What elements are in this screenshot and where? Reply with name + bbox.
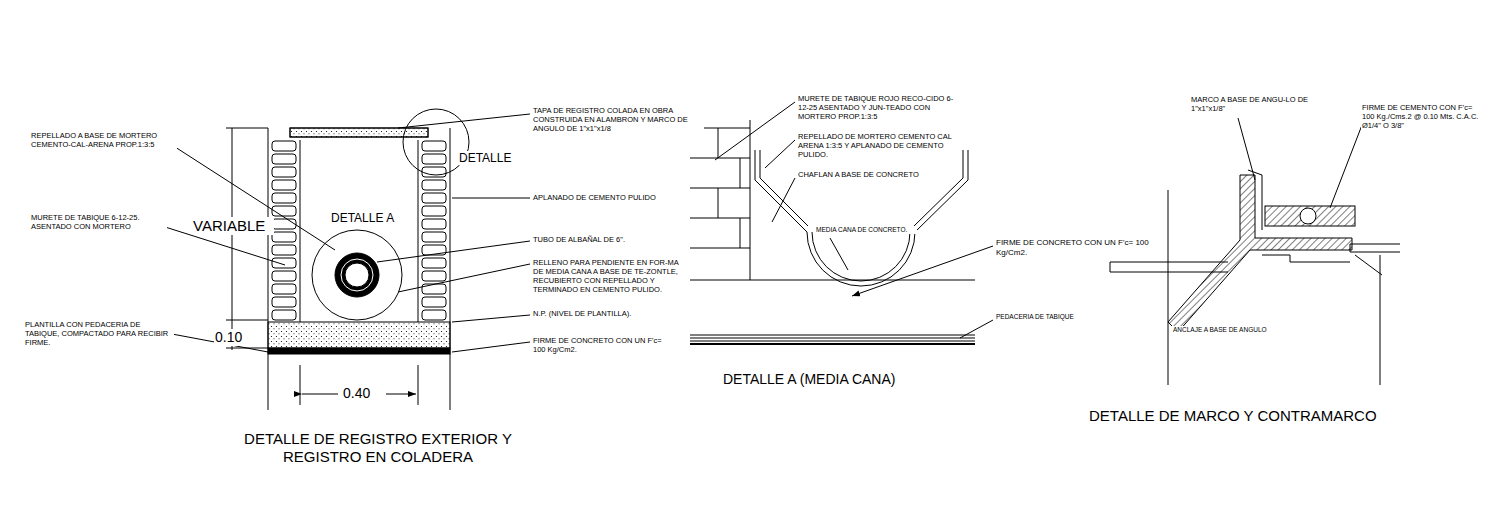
dimension-text: VARIABLE [192,217,274,235]
detail-title: DETALLE A (MEDIA CANA) [722,371,964,388]
brick [272,193,296,203]
note-text: MARCO A BASE DE ANGU-LO DE 1"x1"x1/8" [1190,95,1322,113]
brick [422,219,446,229]
note-text: MEDIA CANA DE CONCRETO. [815,226,917,234]
brick [272,297,296,307]
note-text: CHAFLAN A BASE DE CONCRETO [797,170,959,179]
brick [272,167,296,177]
brick [422,297,446,307]
brick [272,219,296,229]
note-text: FIRME DE CEMENTO CON F'c= 100 Kg./Cms.2 … [1361,103,1481,130]
brick [422,193,446,203]
brick [272,271,296,281]
brick [272,154,296,164]
brick [422,206,446,216]
detail-title: DETALLE DE REGISTRO EXTERIOR Y REGISTRO … [212,430,544,466]
dimension-text: 0.10 [214,329,256,346]
note-text: MURETE DE TABIQUE ROJO RECO-CIDO 6-12-25… [797,94,959,121]
note-text: PEDACERIA DE TABIQUE [995,313,1097,321]
dimension-text: 0.40 [342,385,386,402]
brick [272,141,296,151]
brick [272,180,296,190]
brick [422,258,446,268]
brick [422,180,446,190]
brick [272,206,296,216]
brick [272,232,296,242]
brick [422,141,446,151]
detail-tag: DETALLE [458,151,522,165]
note-text: RELLENO PARA PENDIENTE EN FOR-MA DE MEDI… [532,258,684,294]
note-text: TUBO DE ALBAÑAL DE 6". [532,235,664,244]
note-text: TAPA DE REGISTRO COLADA EN OBRA CONSTRUI… [532,106,704,133]
brick [422,232,446,242]
brick [272,245,296,255]
note-text: REPELLADO A BASE DE MORTERO CEMENTO-CAL-… [30,131,177,149]
detail-title: DETALLE DE MARCO Y CONTRAMARCO [1088,407,1420,425]
brick [422,154,446,164]
brick [422,167,446,177]
note-text: ANCLAJE A BASE DE ANGULO [1172,326,1284,334]
brick [272,258,296,268]
note-text: FIRME DE CONCRETO CON UN F'c= 100 Kg/Cm2… [995,238,1157,257]
detail-tag: DETALLE A [330,211,407,225]
note-text: PLANTILLA CON PEDACERIA DE TABIQUE, COMP… [24,320,174,347]
note-text: N.P. (NIVEL DE PLANTILLA). [532,309,664,318]
note-text: FIRME DE CONCRETO CON UN F'c= 100 Kg/Cm2… [532,336,674,354]
brick [272,310,296,320]
brick [422,271,446,281]
brick [272,284,296,294]
note-text: MURETE DE TABIQUE 6-12-25. ASENTADO CON … [30,213,167,231]
brick [422,310,446,320]
note-text: REPELLADO DE MORTERO CEMENTO CAL ARENA 1… [797,132,959,159]
note-text: APLANADO DE CEMENTO PULIDO [532,193,684,202]
brick [422,284,446,294]
